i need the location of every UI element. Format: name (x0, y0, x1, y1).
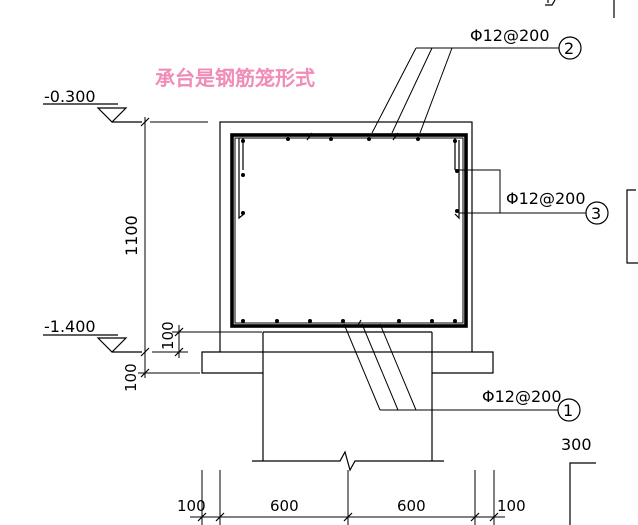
adjacent-drawing-fragments (545, 0, 638, 525)
height-dimension: 1100 100 (122, 117, 200, 392)
dim-right-span-label: 600 (397, 497, 426, 515)
pile-cap-outline (201, 121, 494, 374)
dim-right-edge-label: 100 (497, 497, 526, 515)
dim-left-edge-label: 100 (177, 497, 206, 515)
elevation-marker-top: -0.300 (43, 87, 208, 123)
callout-1: 1 Φ12@200 (343, 323, 581, 422)
pile (252, 331, 444, 472)
callout-3-number: 3 (591, 204, 601, 223)
bottom-dimension-chain: 100 600 600 100 (177, 470, 526, 525)
callout-1-number: 1 (563, 401, 573, 420)
callout-3-spec: Φ12@200 (506, 189, 586, 208)
corner-dimension-label: 300 (561, 435, 592, 454)
drawing-title: 承台是钢筋笼形式 (155, 66, 315, 90)
bottom-cover-dimension-label: 100 (122, 363, 140, 392)
callout-2-spec: Φ12@200 (470, 26, 550, 45)
dim-left-span-label: 600 (270, 497, 299, 515)
elevation-top-label: -0.300 (44, 87, 96, 106)
elevation-bottom-label: -1.400 (44, 317, 96, 336)
cover-dimension: 100 (152, 321, 262, 358)
elevation-marker-bottom: -1.400 (43, 317, 142, 353)
callout-3: 3 Φ12@200 (459, 169, 609, 225)
cover-dimension-label: 100 (159, 321, 177, 350)
callout-2-number: 2 (564, 39, 574, 58)
reinforcement-cage (230, 132, 468, 328)
callout-2: 2 Φ12@200 (371, 26, 582, 134)
height-dimension-label: 1100 (122, 215, 141, 256)
callout-1-spec: Φ12@200 (482, 387, 562, 406)
